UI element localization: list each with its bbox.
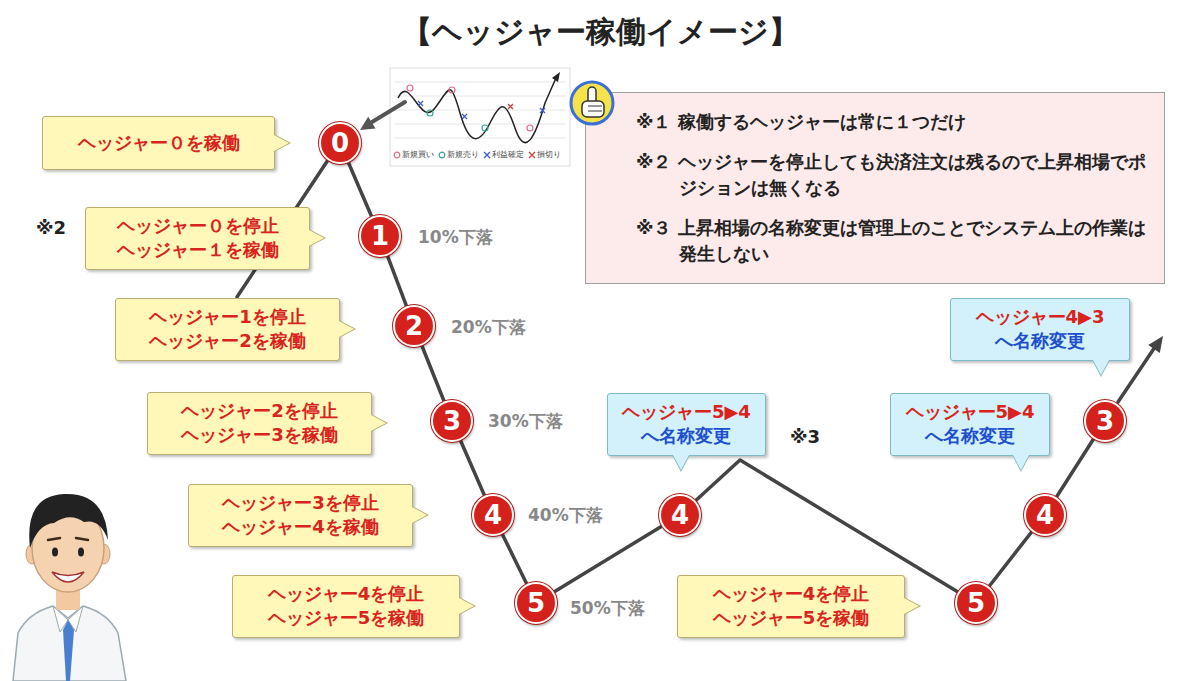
legend-text: 新規買い [402,151,434,159]
callout-text: ヘッジャー１を稼働 [117,238,279,262]
callout-text: ヘッジャー０を停止 [117,214,279,238]
pointing-hand-icon [568,79,616,127]
step-number: 4 [484,502,502,528]
callout-text: ヘッジャー2を停止 [181,399,338,423]
callout-text: ヘッジャー5▶4 [906,400,1035,424]
step-circle: 5 [515,582,557,624]
callout-text: へ名称変更 [995,329,1085,353]
note-text: ※３ 上昇相場の名称変更は管理上のことでシステム上の作業は発生しない [636,215,1146,267]
callout-text: ヘッジャー2を稼働 [149,329,306,353]
step-number: 1 [371,223,389,249]
price-line [554,526,662,592]
rename-callout: ヘッジャー4▶3へ名称変更 [950,298,1130,361]
notes-box: ※１ 稼働するヘッジャーは常に１つだけ ※２ ヘッジャーを停止しても決済注文は残る… [585,92,1165,284]
legend-text: 利益確定 [492,151,524,159]
callout-text: ヘッジャー3を停止 [222,491,379,515]
action-callout: ヘッジャー０を停止ヘッジャー１を稼働 [85,207,310,270]
callout-text: ヘッジャー5▶4 [622,400,751,424]
step-circle: 4 [659,494,701,536]
callout-text: ヘッジャー4を稼働 [222,515,379,539]
price-line [387,256,406,307]
callout-text: へ名称変更 [641,424,731,448]
legend-item: 新規買い [393,151,434,159]
drop-percent: 40%下落 [528,504,603,527]
step-circle: 4 [1024,494,1066,536]
rename-callout: ヘッジャー5▶4へ名称変更 [607,393,766,456]
price-line [422,346,444,402]
action-callout: ヘッジャー1を停止ヘッジャー2を稼働 [115,298,340,361]
price-line [348,162,371,216]
step-circle: 4 [472,494,514,536]
price-line [460,440,484,496]
drop-percent: 50%下落 [570,597,645,620]
step-number: 5 [967,590,985,616]
legend-item: 損切り [528,151,561,159]
legend-sample [483,151,491,159]
price-line [1056,439,1093,498]
legend-text: 損切り [537,151,561,159]
step-number: 4 [1036,502,1054,528]
callout-text: ヘッジャー5を稼働 [268,606,425,630]
step-circle: 1 [359,215,401,257]
drop-percent: 10%下落 [418,226,493,249]
note-reference: ※2 [36,217,66,238]
legend-item: 利益確定 [483,151,524,159]
note-text: ※１ 稼働するヘッジャーは常に１つだけ [636,109,1146,135]
drop-percent: 30%下落 [488,410,563,433]
action-callout: ヘッジャー4を停止ヘッジャー5を稼働 [232,575,460,638]
action-callout: ヘッジャー2を停止ヘッジャー3を稼働 [147,392,372,455]
step-circle: 2 [393,305,435,347]
step-circle: 3 [1084,400,1126,442]
callout-text: ヘッジャー4を停止 [713,582,870,606]
step-circle: 0 [319,122,361,164]
step-circle: 5 [955,582,997,624]
note-reference: ※3 [790,426,820,447]
rename-callout: ヘッジャー5▶4へ名称変更 [890,393,1050,456]
legend-text: 新規売り [447,151,479,159]
action-callout: ヘッジャー4を停止ヘッジャー5を稼働 [677,575,905,638]
step-number: 3 [443,408,461,434]
presenter-figure [13,494,126,681]
diagram-title: 【ヘッジャー稼働イメージ】 [0,12,1200,53]
step-circle: 3 [431,400,473,442]
callout-text: ヘッジャー3を稼働 [181,423,338,447]
action-callout: ヘッジャー０を稼働 [42,116,275,170]
callout-text: ヘッジャー4を停止 [268,582,425,606]
chart-legend: 新規買い 新規売り 利益確定 損切り [393,151,561,159]
callout-text: ヘッジャー5を稼働 [713,606,870,630]
step-number: 4 [671,502,689,528]
drop-percent: 20%下落 [451,316,526,339]
price-line [696,460,959,592]
legend-sample [438,151,446,159]
action-callout: ヘッジャー3を停止ヘッジャー4を稼働 [188,484,413,547]
price-line [502,534,527,584]
legend-item: 新規売り [438,151,479,159]
chart-thumbnail [390,68,570,166]
thumbnail-pointer [360,102,405,130]
step-number: 0 [331,130,349,156]
legend-sample [393,151,401,159]
callout-text: へ名称変更 [925,424,1015,448]
callout-text: ヘッジャー1を停止 [149,305,306,329]
step-number: 5 [527,590,545,616]
step-number: 2 [405,313,423,339]
callout-text: ヘッジャー０を稼働 [78,131,240,155]
note-text: ※２ ヘッジャーを停止しても決済注文は残るので上昇相場でポジションは無くなる [636,149,1146,201]
price-line [989,532,1032,587]
step-number: 3 [1096,408,1114,434]
legend-sample [528,151,536,159]
callout-text: ヘッジャー4▶3 [976,305,1105,329]
